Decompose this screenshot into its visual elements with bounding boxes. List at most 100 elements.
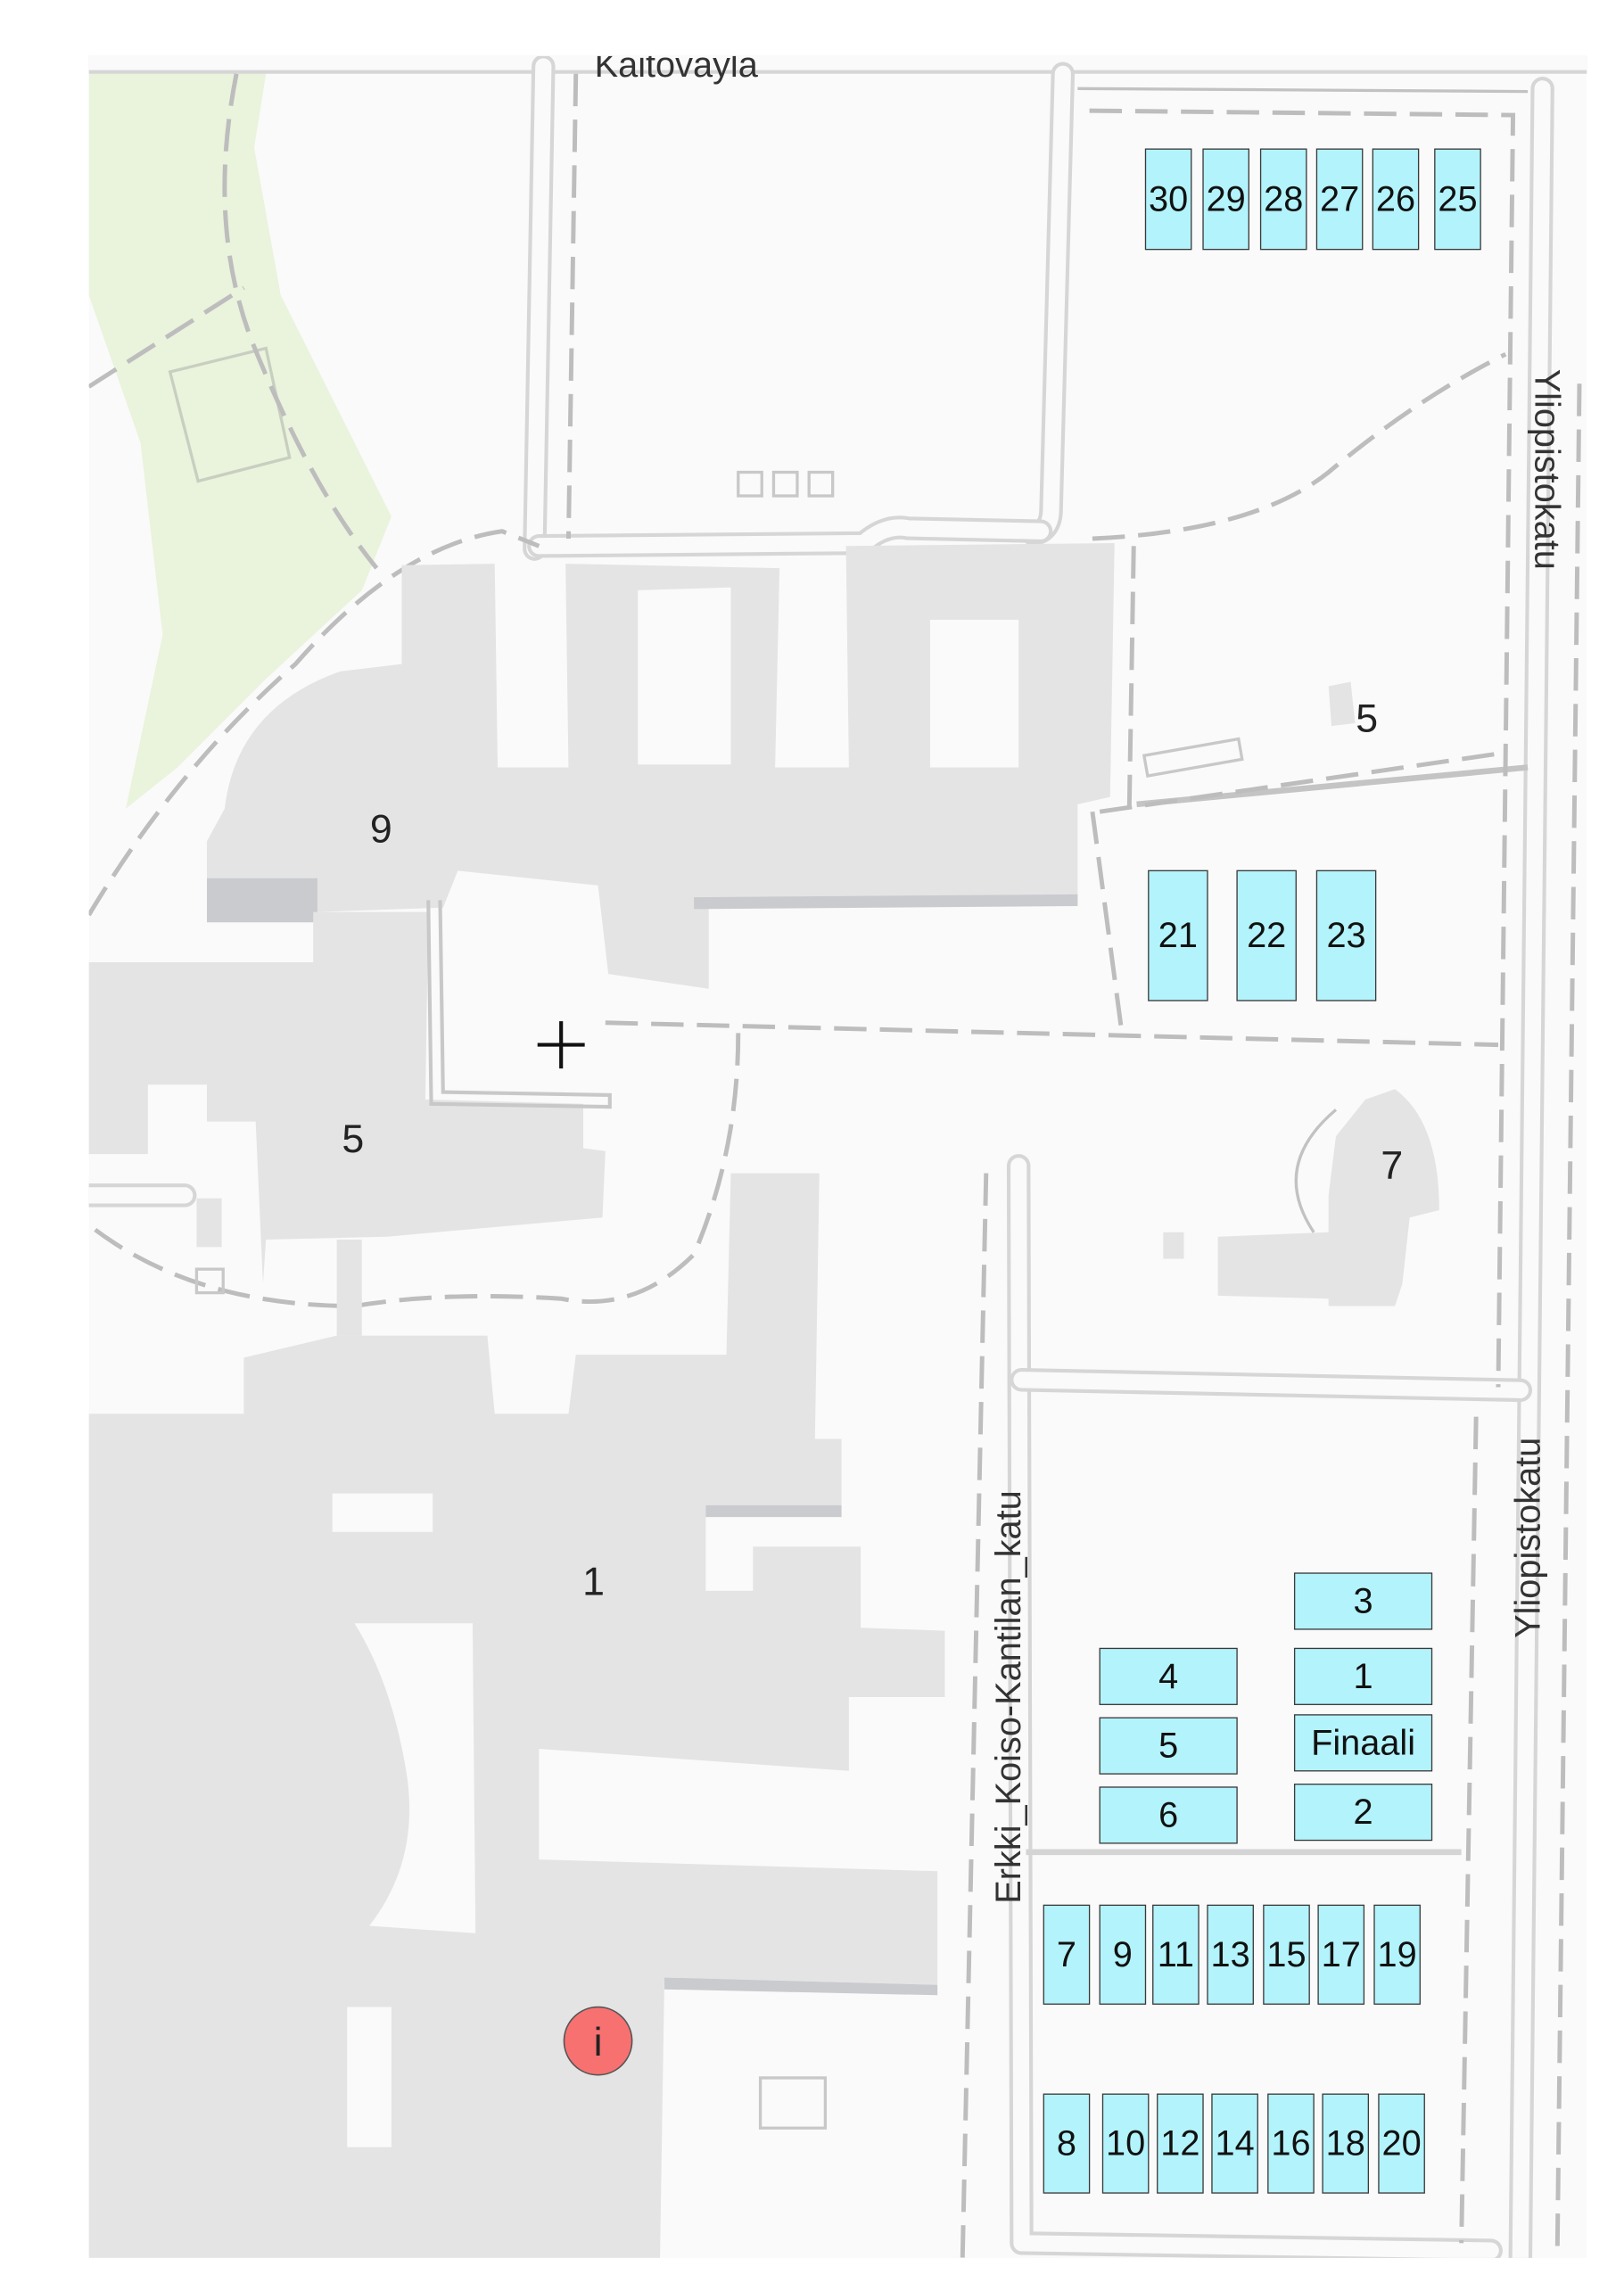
slot-box[interactable]: 8 — [1043, 2093, 1091, 2194]
slot-label: 17 — [1322, 1935, 1361, 1974]
slot-box[interactable]: 25 — [1434, 148, 1481, 251]
slot-box[interactable]: 11 — [1152, 1904, 1199, 2005]
slot-label: 18 — [1326, 2124, 1365, 2163]
slot-box[interactable]: 26 — [1372, 148, 1420, 251]
slot-label: 15 — [1266, 1935, 1306, 1974]
slot-label: 23 — [1326, 916, 1365, 955]
slot-label: 27 — [1320, 179, 1359, 218]
slot-label: 29 — [1207, 179, 1246, 218]
info-icon[interactable] — [563, 2006, 633, 2076]
slot-box[interactable]: 12 — [1157, 2093, 1204, 2194]
svg-text:i: i — [594, 2021, 603, 2065]
slot-rect[interactable] — [1315, 148, 1364, 251]
slot-label: 13 — [1211, 1935, 1250, 1974]
slot-label: 19 — [1378, 1935, 1417, 1974]
slot-box[interactable]: 5 — [1099, 1717, 1238, 1775]
slot-label: 1 — [1354, 1657, 1373, 1696]
slot-box[interactable]: 14 — [1211, 2093, 1258, 2194]
slot-rect[interactable] — [1317, 1904, 1365, 2005]
slot-box[interactable]: 19 — [1373, 1904, 1421, 2005]
slot-rect[interactable] — [1372, 148, 1420, 251]
slot-label: 20 — [1382, 2124, 1422, 2163]
slot-rect[interactable] — [1211, 2093, 1258, 2194]
slot-label: 22 — [1247, 916, 1286, 955]
slot-rect[interactable] — [1315, 870, 1377, 1001]
slot-rect[interactable] — [1099, 1717, 1238, 1775]
slot-label: 9 — [1113, 1935, 1133, 1974]
slot-box[interactable]: 16 — [1267, 2093, 1315, 2194]
slot-label: 25 — [1438, 179, 1477, 218]
small-structures — [194, 470, 835, 2130]
slot-box[interactable]: 3 — [1293, 1572, 1433, 1630]
slot-box[interactable]: 28 — [1259, 148, 1307, 251]
slot-rect[interactable] — [1202, 148, 1249, 251]
slot-rect[interactable] — [1263, 1904, 1310, 2005]
slot-rect[interactable] — [1259, 148, 1307, 251]
info-marker[interactable]: i — [563, 2006, 633, 2076]
slot-rect[interactable] — [1099, 1786, 1238, 1844]
slot-box[interactable]: 23 — [1315, 870, 1377, 1001]
building-label-1: 1 — [582, 1560, 605, 1603]
slot-rect[interactable] — [1373, 1904, 1421, 2005]
building-9 — [207, 542, 1115, 989]
slot-rect[interactable] — [1293, 1572, 1433, 1630]
slot-box[interactable]: 4 — [1099, 1647, 1238, 1705]
building-label-5-west: 5 — [342, 1117, 364, 1161]
slot-label: 3 — [1354, 1581, 1373, 1620]
slot-label: 7 — [1057, 1935, 1076, 1974]
slot-rect[interactable] — [1207, 1904, 1254, 2005]
slot-box[interactable]: 29 — [1202, 148, 1249, 251]
slot-rect[interactable] — [1043, 2093, 1091, 2194]
slot-box[interactable]: 9 — [1099, 1904, 1147, 2005]
building-1 — [88, 1173, 945, 2258]
slot-box[interactable]: 17 — [1317, 1904, 1365, 2005]
slot-rect[interactable] — [1099, 1647, 1238, 1705]
slot-box[interactable]: 22 — [1236, 870, 1297, 1001]
slot-box[interactable]: 7 — [1043, 1904, 1091, 2005]
slot-rect[interactable] — [1144, 148, 1192, 251]
slot-rect[interactable] — [1293, 1784, 1433, 1842]
slot-box[interactable]: 6 — [1099, 1786, 1238, 1844]
slot-rect[interactable] — [1152, 1904, 1199, 2005]
slot-box[interactable]: 13 — [1207, 1904, 1254, 2005]
slot-label: 30 — [1149, 179, 1188, 218]
street-label-yliopistokatu-north: Yliopistokatu — [1527, 369, 1566, 570]
slot-rect[interactable] — [1099, 1904, 1147, 2005]
slot-label: 5 — [1158, 1727, 1178, 1766]
slot-rect[interactable] — [1157, 2093, 1204, 2194]
slot-label: 26 — [1376, 179, 1415, 218]
slot-label: 4 — [1158, 1657, 1178, 1696]
slot-box[interactable]: Finaali — [1293, 1714, 1433, 1772]
slot-box[interactable]: 1 — [1293, 1647, 1433, 1705]
slot-box[interactable]: 10 — [1101, 2093, 1150, 2194]
slot-box[interactable]: 2 — [1293, 1784, 1433, 1842]
footpaths — [88, 73, 1582, 2258]
slot-box[interactable]: 21 — [1148, 870, 1208, 1001]
slot-label: 6 — [1158, 1795, 1178, 1834]
slot-rect[interactable] — [1236, 870, 1297, 1001]
slot-box[interactable]: 27 — [1315, 148, 1364, 251]
slot-rect[interactable] — [1043, 1904, 1091, 2005]
slot-box[interactable]: 30 — [1144, 148, 1192, 251]
slot-box[interactable]: 20 — [1378, 2093, 1425, 2194]
slot-label: 11 — [1158, 1935, 1194, 1974]
building-7 — [1163, 1089, 1439, 1306]
slot-box[interactable]: 15 — [1263, 1904, 1310, 2005]
roads — [88, 55, 1587, 2258]
slot-rect[interactable] — [1293, 1647, 1433, 1705]
slot-rect[interactable] — [1434, 148, 1481, 251]
building-5-west — [88, 911, 606, 1336]
slot-box[interactable]: 18 — [1322, 2093, 1370, 2194]
slot-rect[interactable] — [1101, 2093, 1150, 2194]
park-area — [88, 73, 392, 809]
slot-rect[interactable] — [1322, 2093, 1370, 2194]
slot-rect[interactable] — [1378, 2093, 1425, 2194]
slot-label: 14 — [1216, 2124, 1255, 2163]
building-label-5-east: 5 — [1356, 696, 1378, 740]
slot-label: 10 — [1106, 2124, 1145, 2163]
slot-rect[interactable] — [1148, 870, 1208, 1001]
slot-rect[interactable] — [1293, 1714, 1433, 1772]
slot-rect[interactable] — [1267, 2093, 1315, 2194]
